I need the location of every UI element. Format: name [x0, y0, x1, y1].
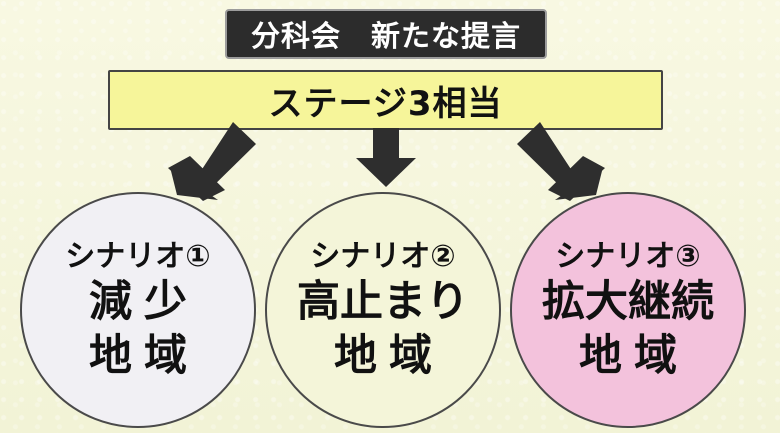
arrow-left-icon: [168, 122, 256, 201]
scenario-1-circle: シナリオ① 減少 地域: [20, 192, 256, 428]
scenario-3-circle: シナリオ③ 拡大継続 地域: [510, 192, 746, 428]
scenario-2-line2: 地域: [334, 331, 444, 381]
scenario-3-label: シナリオ③: [555, 239, 701, 274]
scenario-3-line2: 地域: [579, 331, 689, 381]
proposal-title: 分科会 新たな提言: [250, 19, 521, 53]
stage-label: ステージ3相当: [268, 83, 503, 124]
scenario-1-line1: 減少: [89, 277, 199, 327]
scenario-1-label: シナリオ①: [65, 239, 211, 274]
scenario-2-label: シナリオ②: [310, 239, 456, 274]
proposal-title-box: 分科会 新たな提言: [225, 9, 547, 59]
scenario-1-line2: 地域: [89, 331, 199, 381]
arrow-right-icon: [517, 122, 605, 201]
scenario-3-line1: 拡大継続: [542, 277, 714, 327]
stage-box: ステージ3相当: [108, 70, 663, 130]
scenario-2-circle: シナリオ② 高止まり 地域: [265, 192, 501, 428]
scenario-2-line1: 高止まり: [297, 277, 469, 327]
arrow-center-icon: [356, 128, 416, 187]
